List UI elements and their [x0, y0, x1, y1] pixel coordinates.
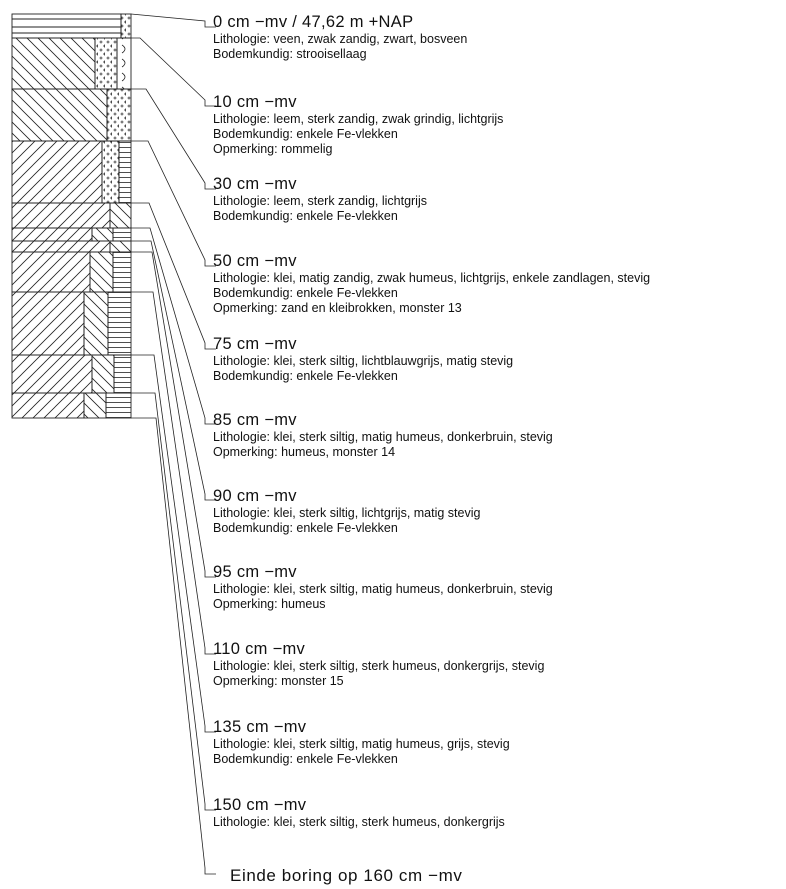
- layer-pattern-cell: [11, 37, 96, 90]
- layer-detail-line: Lithologie: veen, zwak zandig, zwart, bo…: [213, 32, 468, 46]
- leader-line: [131, 37, 216, 107]
- layer-pattern-cell: [11, 291, 85, 356]
- layer-detail-line: Bodemkundig: enkele Fe-vlekken: [213, 369, 398, 383]
- layer-pattern-cell: [105, 392, 132, 419]
- layer-detail-line: Opmerking: humeus, monster 14: [213, 445, 396, 459]
- layer-depth-label: 0 cm −mv / 47,62 m +NAP: [213, 13, 414, 31]
- layer-depth-label: 85 cm −mv: [213, 411, 297, 429]
- layer-pattern-cell: [11, 202, 111, 229]
- layer-pattern-cell: [11, 227, 93, 242]
- layer-pattern-cell: [11, 88, 108, 142]
- layer-depth-label: 110 cm −mv: [213, 640, 306, 658]
- leader-line: [131, 354, 216, 733]
- leader-line: [131, 240, 216, 501]
- leader-line: [131, 417, 216, 875]
- leader-line: [131, 140, 216, 267]
- layer-detail-line: Opmerking: monster 15: [213, 674, 344, 688]
- layer-pattern-cell: [118, 140, 132, 204]
- layer-pattern-cell: [83, 291, 109, 356]
- layer-pattern-cell: [83, 392, 107, 419]
- leader-line: [131, 392, 216, 811]
- layer-detail-line: Lithologie: leem, sterk zandig, lichtgri…: [213, 194, 427, 208]
- layer-detail-line: Bodemkundig: enkele Fe-vlekken: [213, 752, 398, 766]
- leader-line: [131, 227, 216, 425]
- leader-line: [131, 88, 216, 190]
- layer-pattern-cell: [101, 140, 120, 204]
- layer-depth-label: 135 cm −mv: [213, 718, 307, 736]
- layer-detail-line: Lithologie: klei, sterk siltig, matig hu…: [213, 430, 553, 444]
- layer-pattern-cell: [107, 291, 132, 356]
- layer-depth-label: 75 cm −mv: [213, 335, 297, 353]
- layer-pattern-cell: [109, 240, 132, 253]
- layer-detail-line: Lithologie: klei, sterk siltig, sterk hu…: [213, 659, 545, 673]
- layer-detail-line: Bodemkundig: strooisellaag: [213, 47, 367, 61]
- layer-pattern-cell: [91, 227, 114, 242]
- layer-detail-line: Opmerking: rommelig: [213, 142, 333, 156]
- layer-pattern-cell: [116, 37, 132, 90]
- layer-pattern-cell: [112, 251, 132, 293]
- layer-pattern-cell: [11, 13, 122, 39]
- layer-pattern-cell: [11, 392, 85, 419]
- layer-detail-line: Lithologie: klei, sterk siltig, matig hu…: [213, 737, 510, 751]
- layer-pattern-cell: [120, 13, 132, 39]
- layer-pattern-cell: [11, 354, 93, 394]
- layer-detail-line: Bodemkundig: enkele Fe-vlekken: [213, 286, 398, 300]
- layer-detail-line: Bodemkundig: enkele Fe-vlekken: [213, 521, 398, 535]
- layer-depth-label: 10 cm −mv: [213, 93, 297, 111]
- layer-pattern-cell: [106, 88, 132, 142]
- layer-pattern-cell: [89, 251, 114, 293]
- layer-detail-line: Bodemkundig: enkele Fe-vlekken: [213, 127, 398, 141]
- layer-pattern-cell: [11, 240, 111, 253]
- layer-detail-line: Lithologie: leem, sterk zandig, zwak gri…: [213, 112, 504, 126]
- leader-line: [130, 13, 216, 28]
- layer-pattern-cell: [112, 227, 132, 242]
- layer-pattern-cell: [109, 202, 132, 229]
- layer-detail-line: Opmerking: zand en kleibrokken, monster …: [213, 301, 462, 315]
- layer-detail-line: Lithologie: klei, sterk siltig, lichtgri…: [213, 506, 481, 520]
- layer-detail-line: Lithologie: klei, matig zandig, zwak hum…: [213, 271, 651, 285]
- layer-depth-label: 50 cm −mv: [213, 252, 297, 270]
- layer-detail-line: Opmerking: humeus: [213, 597, 326, 611]
- leader-line: [131, 202, 216, 350]
- layer-depth-label: 90 cm −mv: [213, 487, 297, 505]
- layer-detail-line: Lithologie: klei, sterk siltig, matig hu…: [213, 582, 553, 596]
- layer-depth-label: 150 cm −mv: [213, 796, 307, 814]
- layer-detail-line: Lithologie: klei, sterk siltig, lichtbla…: [213, 354, 514, 368]
- end-of-boring-text: Einde boring op 160 cm −mv: [230, 866, 463, 885]
- layer-detail-line: Lithologie: klei, sterk siltig, sterk hu…: [213, 815, 505, 829]
- layer-detail-line: Bodemkundig: enkele Fe-vlekken: [213, 209, 398, 223]
- leader-line: [131, 291, 216, 655]
- layer-depth-label: 30 cm −mv: [213, 175, 297, 193]
- layer-depth-label: 95 cm −mv: [213, 563, 297, 581]
- leader-line: [131, 251, 216, 578]
- layer-pattern-cell: [113, 354, 132, 394]
- layer-pattern-cell: [94, 37, 118, 90]
- layer-pattern-cell: [11, 251, 91, 293]
- layer-pattern-cell: [11, 140, 103, 204]
- layer-pattern-cell: [91, 354, 115, 394]
